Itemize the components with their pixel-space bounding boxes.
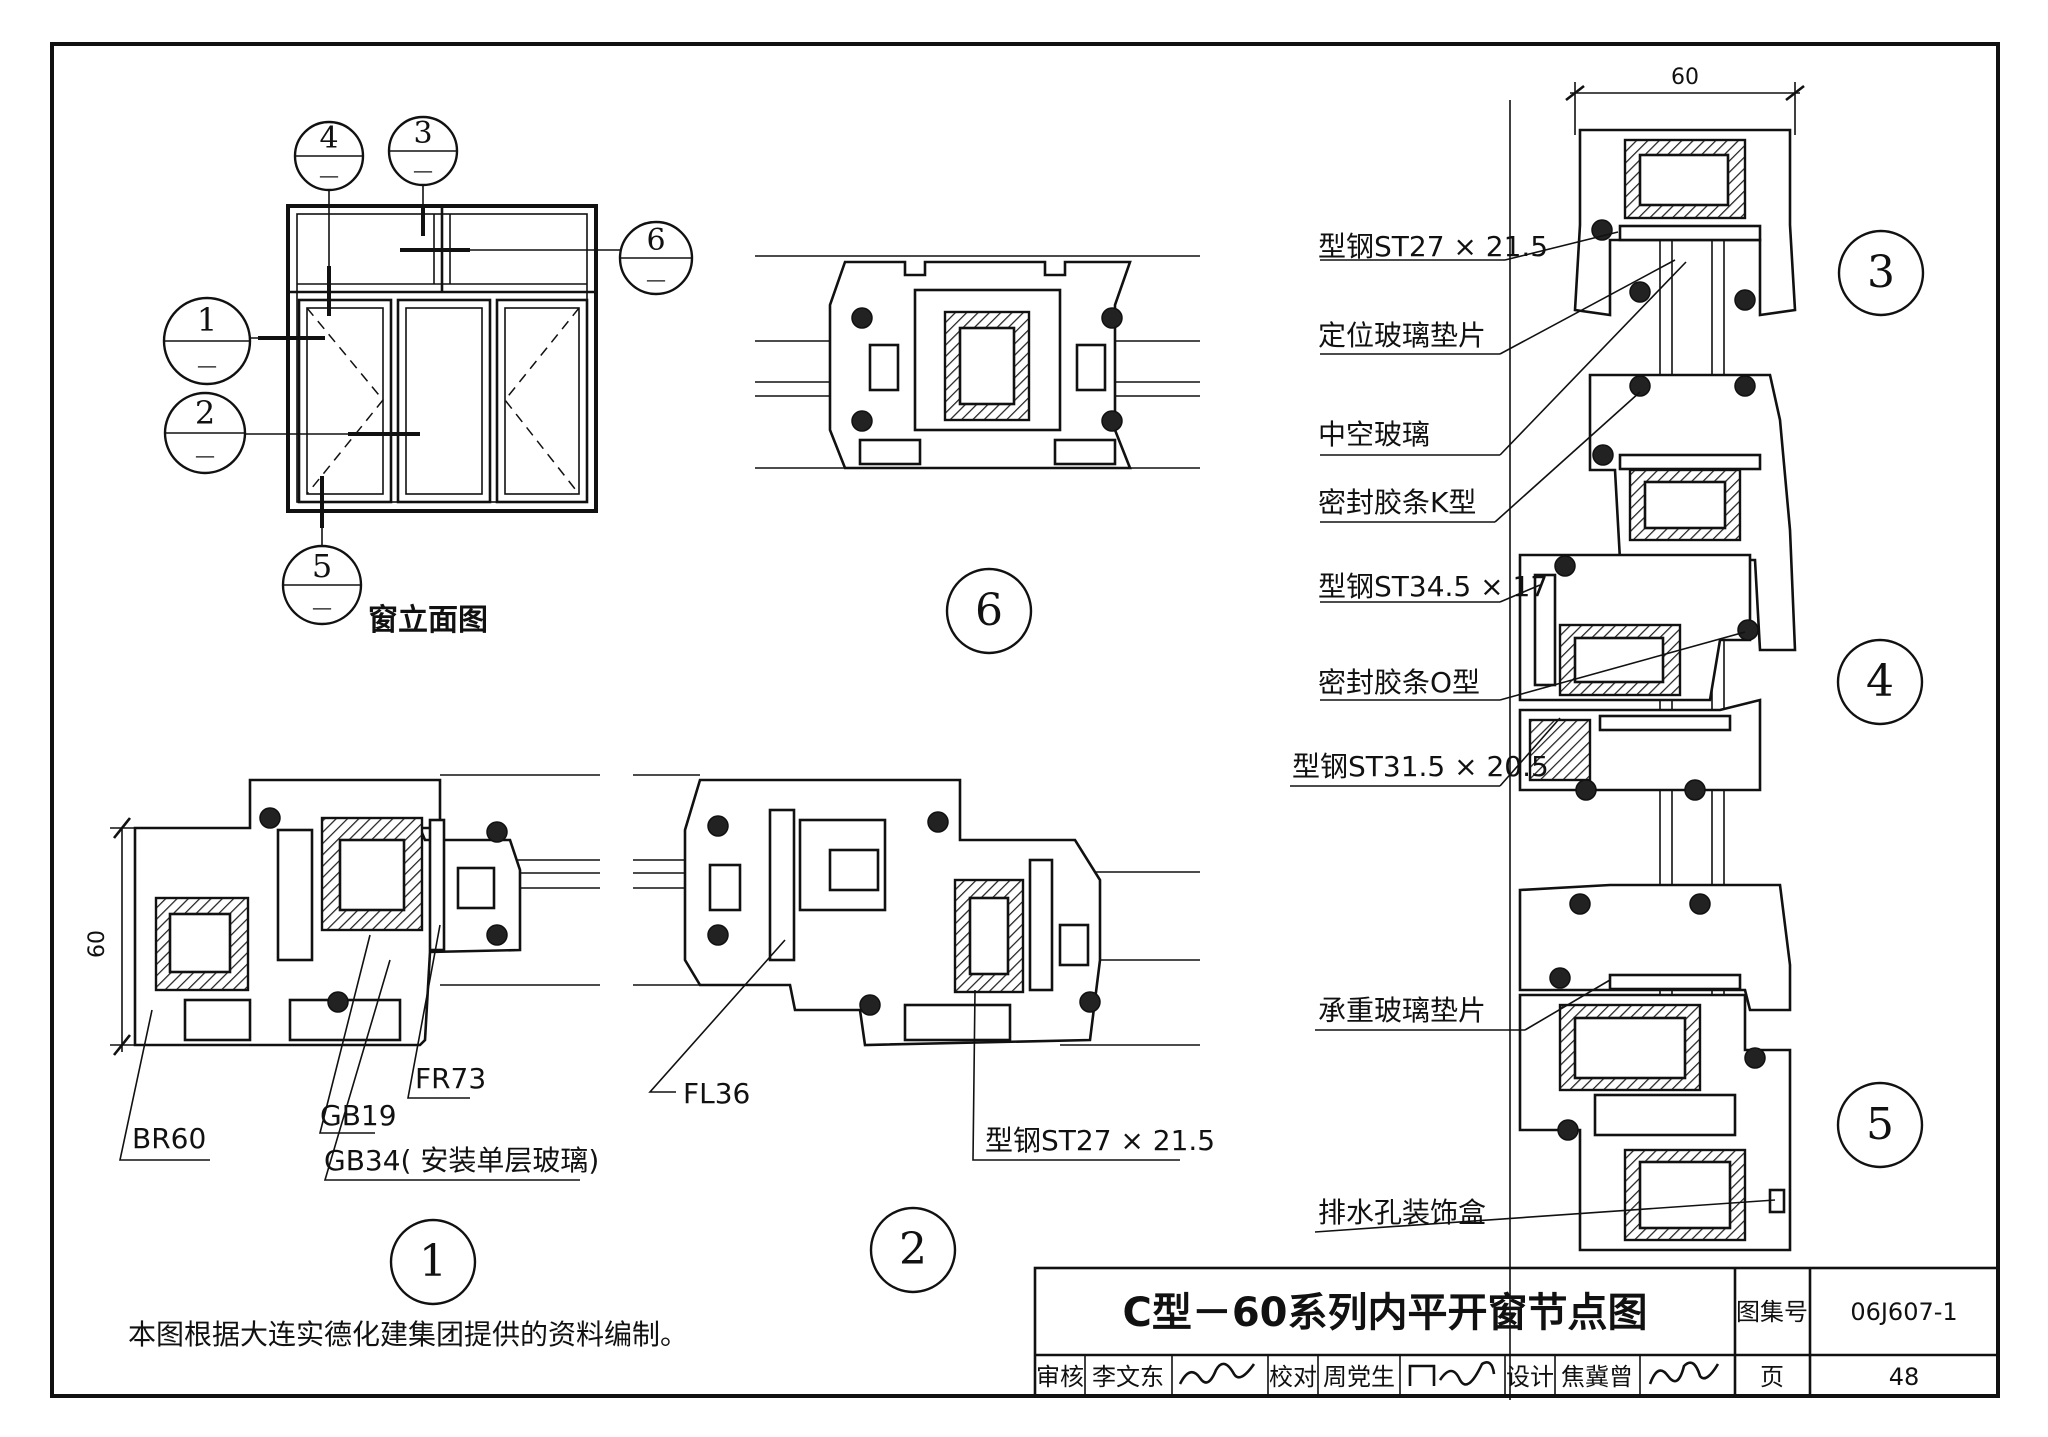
label-drain-box: 排水孔装饰盒 bbox=[1318, 1196, 1486, 1229]
label-steel-st31: 型钢ST31.5 × 20.5 bbox=[1292, 750, 1549, 783]
drawing-title: C型－60系列内平开窗节点图 bbox=[1122, 1290, 1647, 1336]
marker-3-num: 3 bbox=[413, 116, 432, 151]
label-steel-st27: 型钢ST27 × 21.5 bbox=[1318, 230, 1548, 263]
detail-2-section bbox=[633, 774, 1200, 1161]
detail-5-number: 5 bbox=[1836, 1081, 1924, 1169]
marker-1-num: 1 bbox=[197, 301, 217, 339]
detail-4-num: 4 bbox=[1866, 656, 1894, 707]
vertical-labels: 型钢ST27 × 21.5 定位玻璃垫片 中空玻璃 密封胶条K型 型钢ST34.… bbox=[1292, 230, 1549, 1229]
detail-1-number: 1 bbox=[389, 1218, 477, 1306]
marker-4-sub: — bbox=[319, 163, 339, 187]
title-block: C型－60系列内平开窗节点图 图集号 06J607-1 审核 李文东 校对 周党… bbox=[1033, 1266, 2000, 1398]
detail-2-num: 2 bbox=[899, 1224, 927, 1275]
detail-3-num: 3 bbox=[1867, 247, 1895, 298]
label-positioning-pad: 定位玻璃垫片 bbox=[1318, 319, 1486, 352]
sheet-border bbox=[50, 42, 2000, 1398]
window-elevation bbox=[190, 186, 628, 548]
marker-2-sub: — bbox=[195, 443, 215, 467]
marker-1-sub: — bbox=[197, 353, 217, 377]
detail-4-number: 4 bbox=[1836, 638, 1924, 726]
detail-5-num: 5 bbox=[1866, 1099, 1894, 1150]
detail-1-section: 60 bbox=[85, 774, 600, 1181]
designer-signature bbox=[1648, 1361, 1720, 1385]
reviewer-signature bbox=[1178, 1362, 1256, 1385]
detail-6-num: 6 bbox=[975, 585, 1003, 636]
marker-6-sub: — bbox=[646, 267, 666, 291]
marker-4-num: 4 bbox=[319, 121, 338, 156]
label-fr73: FR73 bbox=[415, 1062, 486, 1095]
label-insulating-glass: 中空玻璃 bbox=[1318, 418, 1430, 451]
page-label: 页 bbox=[1760, 1363, 1784, 1391]
label-gb34: GB34( 安装单层玻璃) bbox=[324, 1144, 599, 1177]
label-fl36: FL36 bbox=[683, 1077, 750, 1110]
label-steel-st27-d2: 型钢ST27 × 21.5 bbox=[985, 1124, 1215, 1157]
page-number: 48 bbox=[1889, 1363, 1920, 1391]
design-label: 设计 bbox=[1506, 1363, 1554, 1391]
label-gb19: GB19 bbox=[320, 1099, 397, 1132]
dim-left-60: 60 bbox=[85, 930, 110, 958]
check-label: 校对 bbox=[1269, 1363, 1317, 1391]
detail-6-section bbox=[755, 255, 1200, 470]
marker-3-sub: — bbox=[413, 158, 433, 182]
marker-2-num: 2 bbox=[195, 394, 215, 432]
label-br60: BR60 bbox=[132, 1122, 206, 1155]
label-gasket-k: 密封胶条K型 bbox=[1318, 486, 1476, 519]
detail-1-num: 1 bbox=[419, 1236, 447, 1287]
marker-5: 5 — bbox=[281, 544, 363, 626]
vertical-section: 60 bbox=[1290, 65, 1805, 1400]
designer-name: 焦冀曾 bbox=[1561, 1363, 1633, 1391]
checker-name: 周党生 bbox=[1323, 1363, 1395, 1391]
marker-1: 1 — bbox=[162, 296, 252, 386]
detail-3-number: 3 bbox=[1837, 229, 1925, 317]
reviewer-name: 李文东 bbox=[1092, 1363, 1164, 1391]
marker-2: 2 — bbox=[163, 391, 247, 475]
detail-6-number: 6 bbox=[945, 567, 1033, 655]
marker-3: 3 — bbox=[387, 115, 459, 187]
label-steel-st34: 型钢ST34.5 × 17 bbox=[1318, 570, 1548, 603]
label-gasket-o: 密封胶条O型 bbox=[1318, 666, 1480, 699]
marker-6-num: 6 bbox=[646, 223, 665, 258]
label-bearing-pad: 承重玻璃垫片 bbox=[1318, 994, 1486, 1027]
marker-5-num: 5 bbox=[312, 547, 332, 585]
marker-4: 4 — bbox=[293, 120, 365, 192]
review-label: 审核 bbox=[1036, 1363, 1084, 1391]
atlas-number: 06J607-1 bbox=[1850, 1298, 1957, 1326]
atlas-label: 图集号 bbox=[1736, 1298, 1808, 1326]
source-note: 本图根据大连实德化建集团提供的资料编制。 bbox=[128, 1318, 688, 1351]
detail-2-number: 2 bbox=[869, 1206, 957, 1294]
elevation-title: 窗立面图 bbox=[368, 603, 488, 638]
dim-top-60: 60 bbox=[1671, 65, 1699, 90]
checker-signature bbox=[1408, 1361, 1496, 1386]
marker-5-sub: — bbox=[312, 595, 332, 619]
marker-6: 6 — bbox=[618, 220, 694, 296]
